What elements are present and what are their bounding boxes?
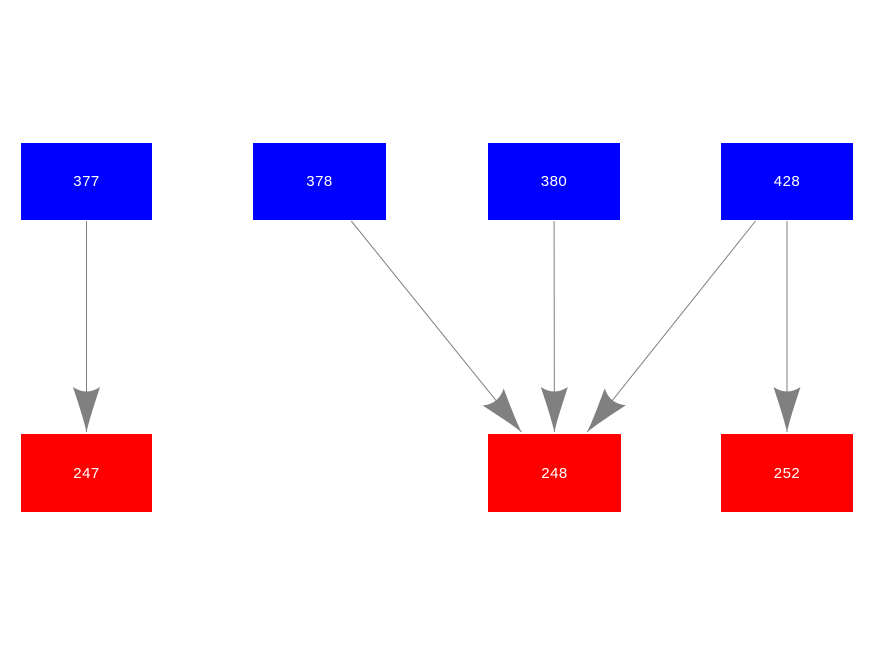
node-label: 248 [541,464,568,482]
node-label: 380 [540,173,568,190]
edge-line-428-248 [586,220,756,433]
diagram-node-248: 248 [488,434,621,512]
diagram-node-252: 252 [721,434,853,512]
arrowhead-icon-377-247 [73,387,100,432]
node-label: 378 [306,173,333,190]
node-label: 377 [73,173,100,190]
diagram-node-378: 378 [253,143,386,220]
arrowhead-icon-380-248 [540,386,568,432]
node-label: 247 [73,464,100,482]
arrowhead-icon-378-248 [482,388,522,432]
diagram-node-247: 247 [21,434,152,512]
edges-group [73,220,801,433]
node-label: 252 [773,464,801,482]
arrowhead-icon-428-252 [773,387,801,432]
node-label: 428 [773,173,801,190]
diagram-node-377: 377 [21,143,152,220]
arrowhead-icon-428-248 [587,388,626,432]
edge-line-378-248 [350,220,522,433]
diagram-node-380: 380 [488,143,620,220]
diagram-node-428: 428 [721,143,853,220]
